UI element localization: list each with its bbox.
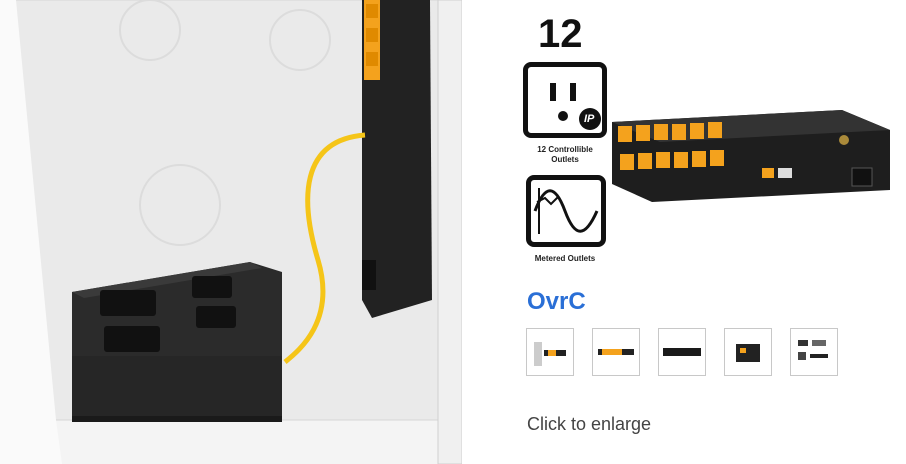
rack-pdu-image[interactable]	[612, 110, 890, 202]
click-to-enlarge-link[interactable]: Click to enlarge	[527, 414, 652, 434]
sine-wave-icon	[526, 175, 606, 247]
thumbnail-3[interactable]	[658, 328, 706, 376]
metered-outlets-caption: Metered Outlets	[534, 254, 596, 263]
thumbnail-1[interactable]	[526, 328, 574, 376]
controllable-outlets-caption: 12 Controllible Outlets	[523, 145, 607, 165]
outlet-badge: IP	[584, 113, 595, 125]
thumbnail-2[interactable]	[592, 328, 640, 376]
ovrc-logo-text: OvrC	[527, 288, 586, 313]
outlet-count: 12	[538, 12, 583, 56]
main-product-photo[interactable]	[0, 0, 462, 464]
thumbnail-strip	[526, 328, 838, 376]
thumbnail-5[interactable]	[790, 328, 838, 376]
ovrc-logo-icon: OvrC	[527, 288, 586, 313]
outlet-icon: IP	[523, 62, 607, 138]
thumbnail-4[interactable]	[724, 328, 772, 376]
caption-line-1: 12 Controllible	[537, 145, 593, 154]
caption-line-2: Outlets	[551, 155, 579, 164]
